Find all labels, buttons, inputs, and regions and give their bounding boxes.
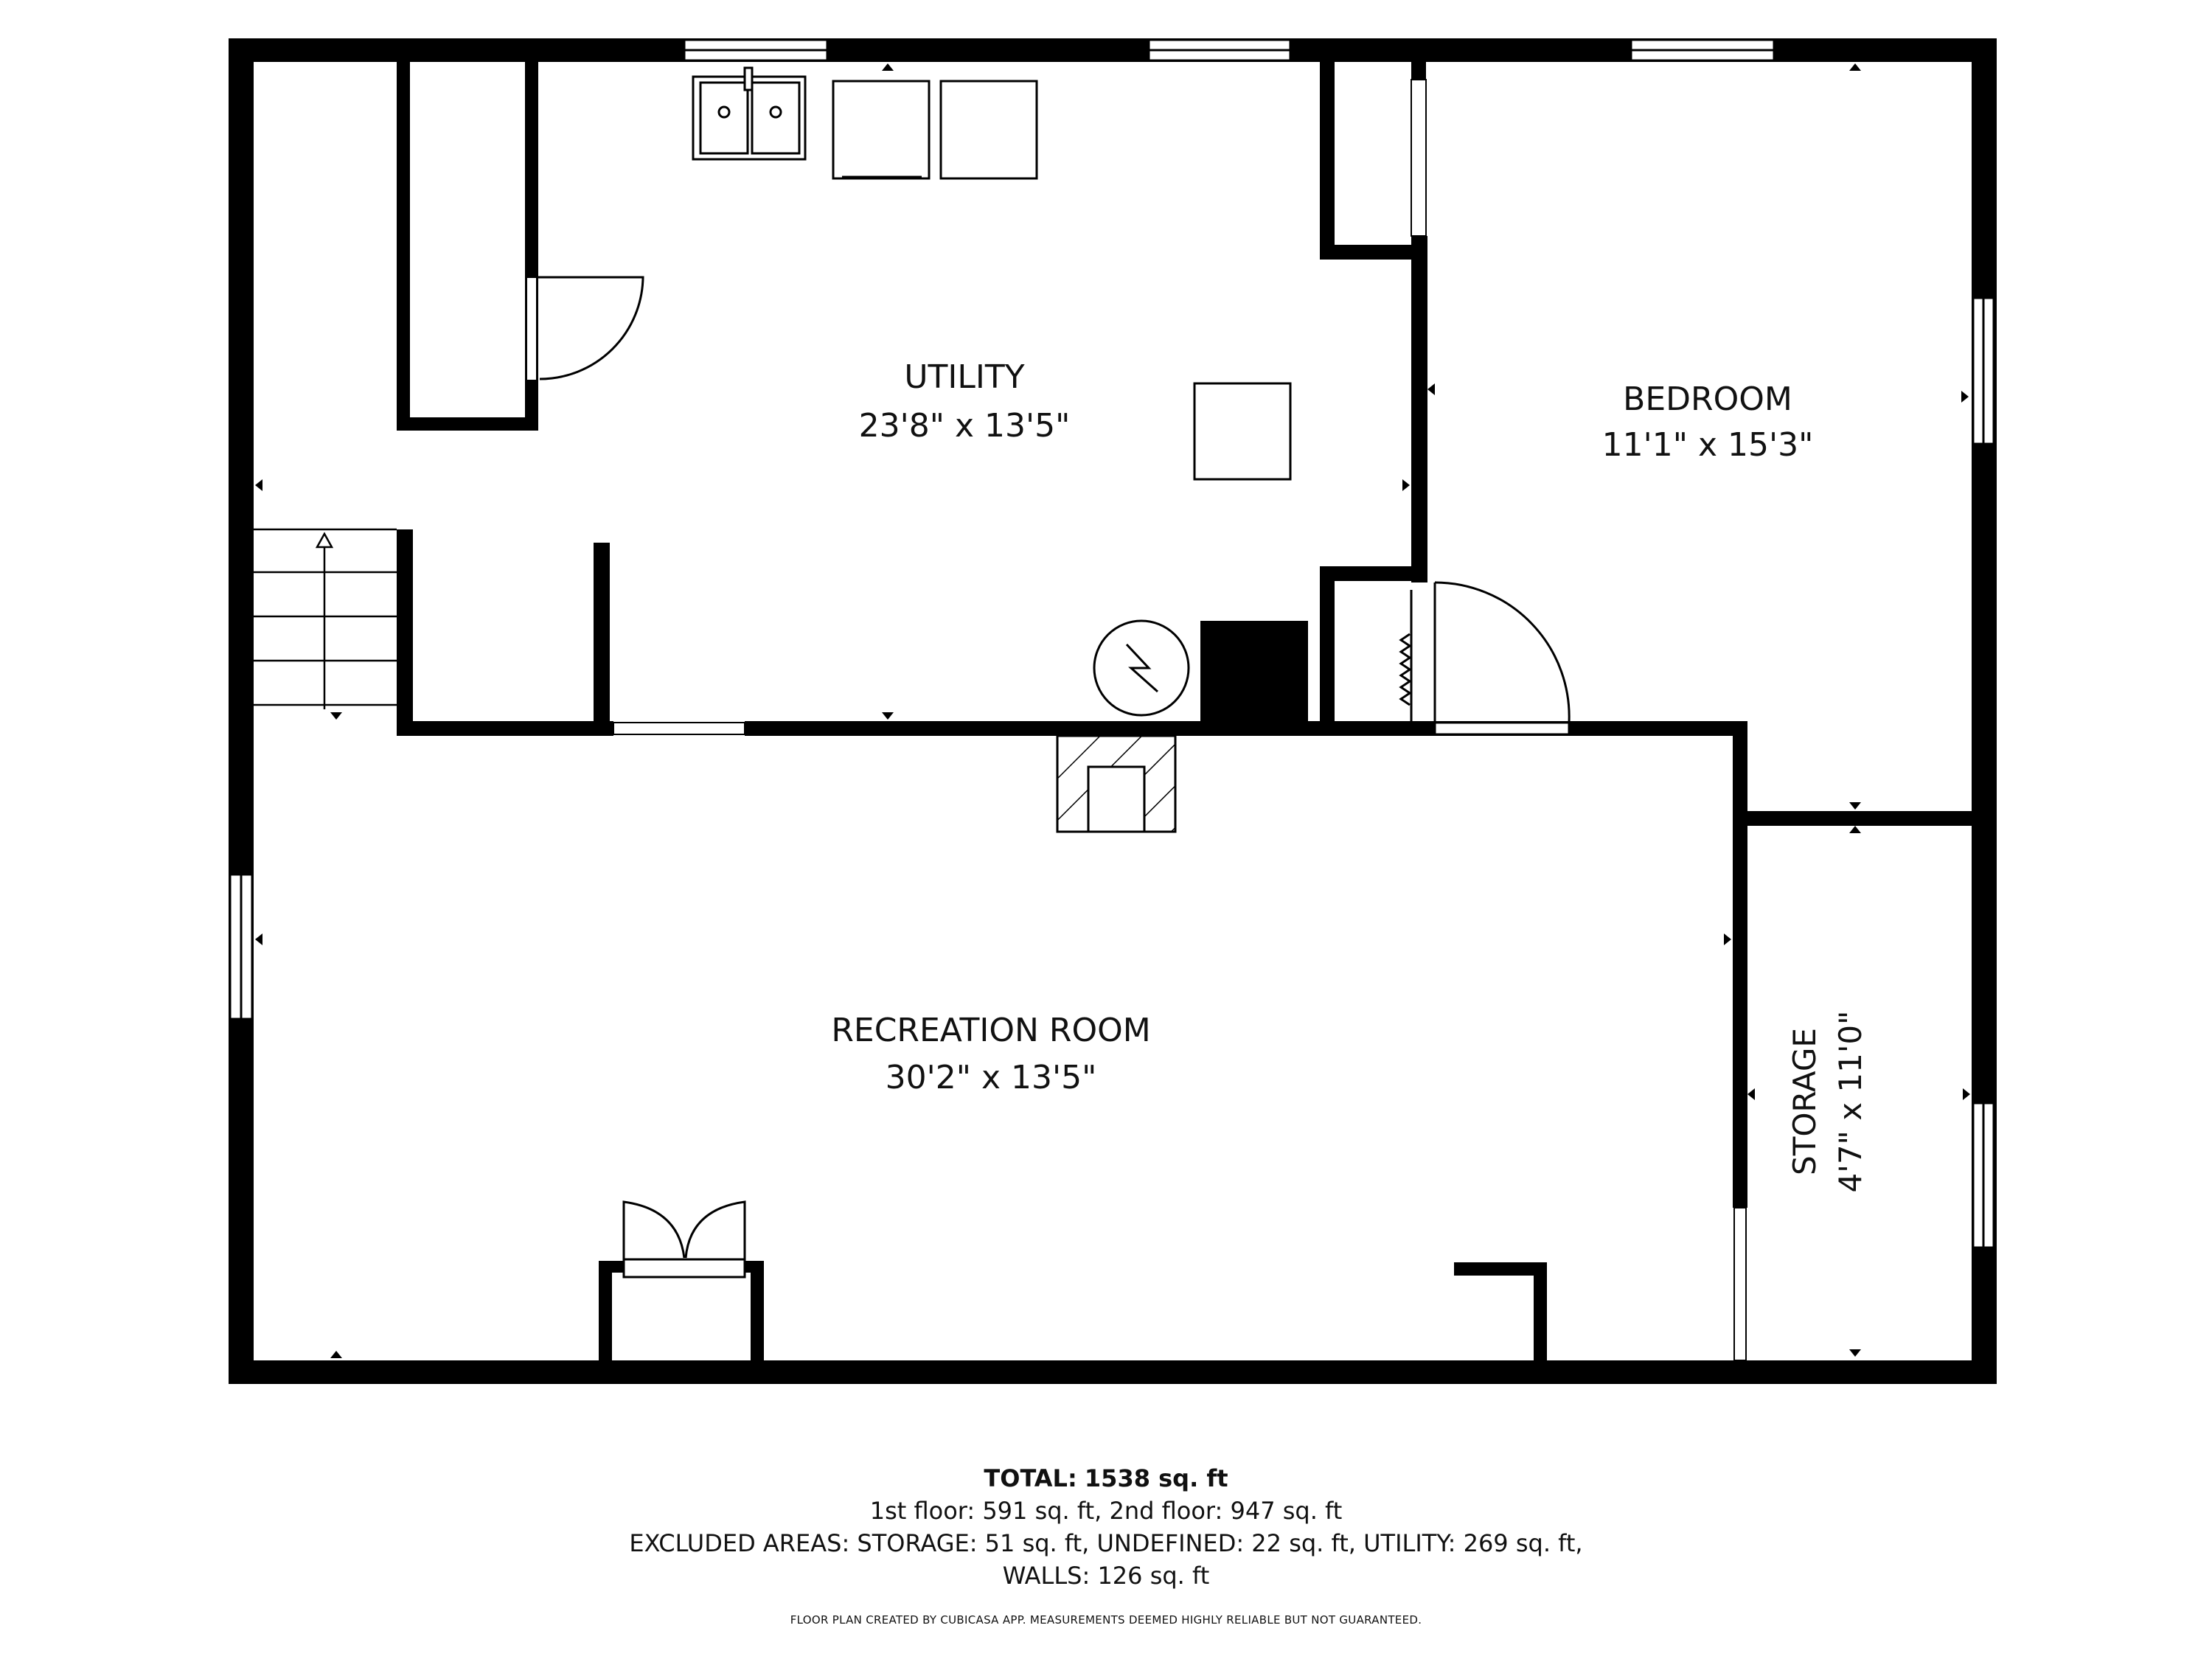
room-utility: UTILITY 23'8" x 13'5" [859, 358, 1071, 445]
dimension-markers [255, 63, 1970, 1358]
room-storage-name: STORAGE [1787, 1028, 1823, 1175]
footer-excluded: EXCLUDED AREAS: STORAGE: 51 sq. ft, UNDE… [629, 1529, 1583, 1557]
fixtures [692, 66, 1292, 833]
openings [526, 79, 1747, 1361]
footer-disclaimer: FLOOR PLAN CREATED BY CUBICASA APP. MEAS… [790, 1613, 1422, 1627]
room-bedroom: BEDROOM 11'1" x 15'3" [1602, 380, 1814, 464]
room-storage-dims: 4'7" x 11'0" [1832, 1011, 1868, 1193]
room-recreation-name: RECREATION ROOM [831, 1012, 1150, 1049]
room-utility-dims: 23'8" x 13'5" [859, 407, 1071, 445]
room-recreation: RECREATION ROOM 30'2" x 13'5" [831, 1012, 1150, 1096]
room-recreation-dims: 30'2" x 13'5" [886, 1059, 1097, 1096]
footer-total-value: 1538 sq. ft [1084, 1464, 1228, 1492]
room-utility-name: UTILITY [904, 358, 1024, 396]
room-bedroom-dims: 11'1" x 15'3" [1602, 426, 1814, 464]
footer-total-label: TOTAL: [984, 1464, 1077, 1492]
room-storage: STORAGE 4'7" x 11'0" [1787, 1011, 1868, 1193]
footer-walls: WALLS: 126 sq. ft [1002, 1562, 1210, 1590]
room-bedroom-name: BEDROOM [1623, 380, 1792, 418]
windows [229, 38, 1995, 1249]
doors [538, 276, 1571, 1279]
footer-floors: 1st floor: 591 sq. ft, 2nd floor: 947 sq… [869, 1497, 1343, 1525]
stairs [254, 528, 397, 709]
footer-total: TOTAL: 1538 sq. ft [0, 1464, 2212, 1492]
interior-walls [397, 62, 1997, 1366]
exterior-walls [229, 38, 1997, 1384]
